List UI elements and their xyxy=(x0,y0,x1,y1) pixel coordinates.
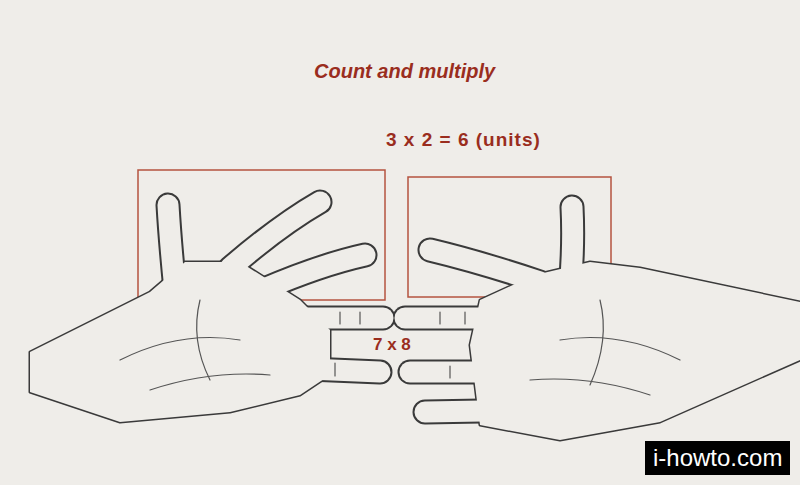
watermark: i-howto.com xyxy=(645,441,790,475)
palm-outlines xyxy=(30,262,800,440)
diagram-title: Count and multiply xyxy=(314,60,495,83)
palm-creases xyxy=(120,300,680,395)
multiplication-units: 3 x 2 = 6 (units) xyxy=(386,129,541,151)
multiplication-label: 7 x 8 xyxy=(370,335,414,355)
palm-fills xyxy=(30,262,800,440)
